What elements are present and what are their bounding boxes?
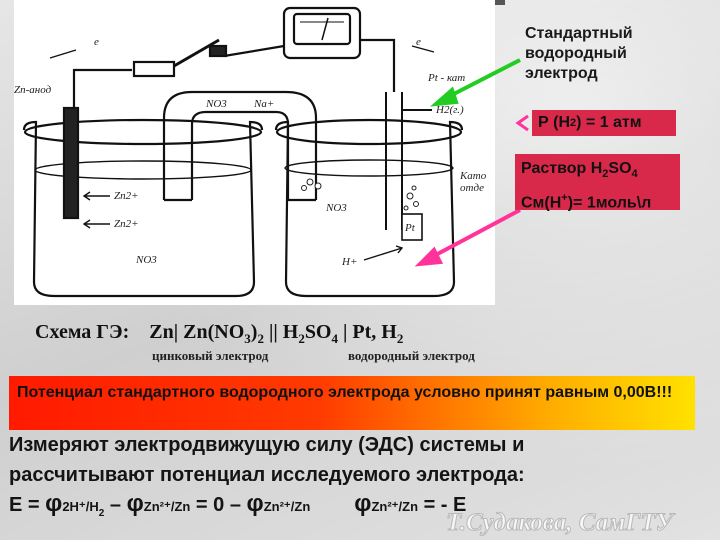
pressure-value: ) = 1 атм: [576, 114, 642, 131]
formula-result: = - Е: [418, 494, 467, 516]
formula-e: Е =: [9, 494, 46, 516]
formula-sub1: 2H⁺/H: [62, 499, 99, 514]
left-liquid-surface: [34, 160, 252, 180]
concentration-label: См(Н: [521, 194, 562, 212]
label-platinum-cathode: Pt - кат: [428, 72, 466, 84]
concentration-value: )= 1моль\л: [567, 194, 652, 212]
solution-box: Раствор Н2SO4 См(Н+)= 1моль\л: [515, 154, 680, 212]
formula-minus: –: [104, 494, 127, 516]
label-cathode-compartment: Като отде: [460, 170, 487, 194]
zinc-plate: [62, 106, 80, 220]
left-beaker: [22, 120, 264, 298]
formula-phi1: φ: [45, 490, 63, 517]
label-hydrogen-gas: H2(г.): [436, 104, 464, 116]
left-beaker-rim: [23, 118, 263, 146]
label-nitrate-bridge: NO3: [206, 98, 227, 110]
label-sodium-bridge: Na+: [254, 98, 275, 110]
standard-electrode-line1: Стандартный: [525, 25, 633, 42]
label-platinum-plate: Pt: [405, 222, 415, 234]
scheme-part3: || H: [263, 321, 299, 343]
wire-left: [72, 68, 132, 108]
right-beaker-rim: [275, 118, 463, 146]
scheme-part1: Zn| Zn(NO: [149, 321, 245, 343]
body-line1: Измеряют электродвижущую силу (ЭДС) сист…: [9, 434, 525, 456]
pressure-text: Р (Н: [538, 114, 570, 131]
cell-drawing: [22, 6, 464, 298]
hydrogen-electrode-label: водородный электрод: [348, 348, 475, 363]
scheme-sub1: 3: [244, 331, 251, 346]
scheme-sub2: 2: [257, 331, 264, 346]
label-electron-right: e: [416, 36, 421, 48]
scheme-sub3: 2: [298, 331, 305, 346]
zinc-electrode-label: цинковый электрод: [152, 348, 269, 363]
label-zinc-anode: Zn-анод: [14, 84, 52, 96]
scheme-part2: ): [250, 321, 258, 343]
label-zinc-ion-b: Zn2+: [114, 218, 139, 230]
solution-sub-h: 2: [602, 168, 609, 181]
galvanic-cell-diagram: e e Zn-анод Pt - кат NO3 Na+ H2(г.) Zn2+…: [14, 0, 495, 305]
solution-sub-o: 4: [631, 168, 638, 181]
scheme-sub4: 4: [331, 331, 339, 346]
formula-phi4: φ: [354, 490, 372, 517]
concentration-sup: +: [561, 192, 568, 205]
formula-sub4: Zn²⁺/Zn: [371, 499, 419, 514]
scheme-part4: SO: [304, 321, 332, 343]
label-electron-left: e: [94, 36, 99, 48]
standard-electrode-line2: водородный: [525, 45, 627, 62]
scheme-part5: | Pt, H: [338, 321, 397, 343]
label-hydrogen-ion: H+: [342, 256, 358, 268]
salt-bridge: [162, 90, 318, 200]
platinum-plate: [401, 213, 423, 241]
right-beaker: [274, 120, 464, 298]
formula-sub3: Zn²⁺/Zn: [263, 499, 311, 514]
standard-electrode-label: Стандартный водородный электрод: [525, 24, 633, 84]
formula-eq0: = 0 –: [190, 494, 247, 516]
highlight-note: Потенциал стандартного водородного элект…: [9, 376, 695, 430]
author-watermark: Т.Судакова, СамГТУ: [445, 509, 674, 537]
scheme-prefix: Схема ГЭ:: [35, 321, 130, 343]
right-liquid-surface: [284, 159, 454, 177]
solution-line2: См(Н+)= 1моль\л: [521, 186, 674, 215]
solution-so: SO: [608, 160, 632, 177]
formula-phi3: φ: [246, 490, 264, 517]
solution-name: Раствор Н: [521, 160, 603, 177]
pressure-subscript: 2: [570, 117, 577, 129]
cell-scheme: Схема ГЭ: Zn| Zn(NO3)2 || H2SO4 | Pt, H2: [35, 321, 403, 347]
formula-sub1b: 2: [98, 508, 105, 519]
formula-sub2: Zn²⁺/Zn: [143, 499, 191, 514]
solution-line1: Раствор Н2SO4: [521, 157, 674, 186]
wire-top: [223, 44, 285, 58]
scheme-sub5: 2: [396, 331, 404, 346]
label-zinc-ion-a: Zn2+: [114, 190, 139, 202]
body-text: Измеряют электродвижущую силу (ЭДС) сист…: [9, 430, 525, 490]
label-nitrate-left: NO3: [136, 254, 157, 266]
wire-right: [360, 38, 396, 92]
body-line2: рассчитывают потенциал исследуемого элек…: [9, 464, 525, 486]
hydrogen-tube: [385, 92, 403, 230]
standard-electrode-line3: электрод: [525, 65, 598, 82]
label-nitrate-right: NO3: [326, 202, 347, 214]
formula-phi2: φ: [126, 490, 144, 517]
